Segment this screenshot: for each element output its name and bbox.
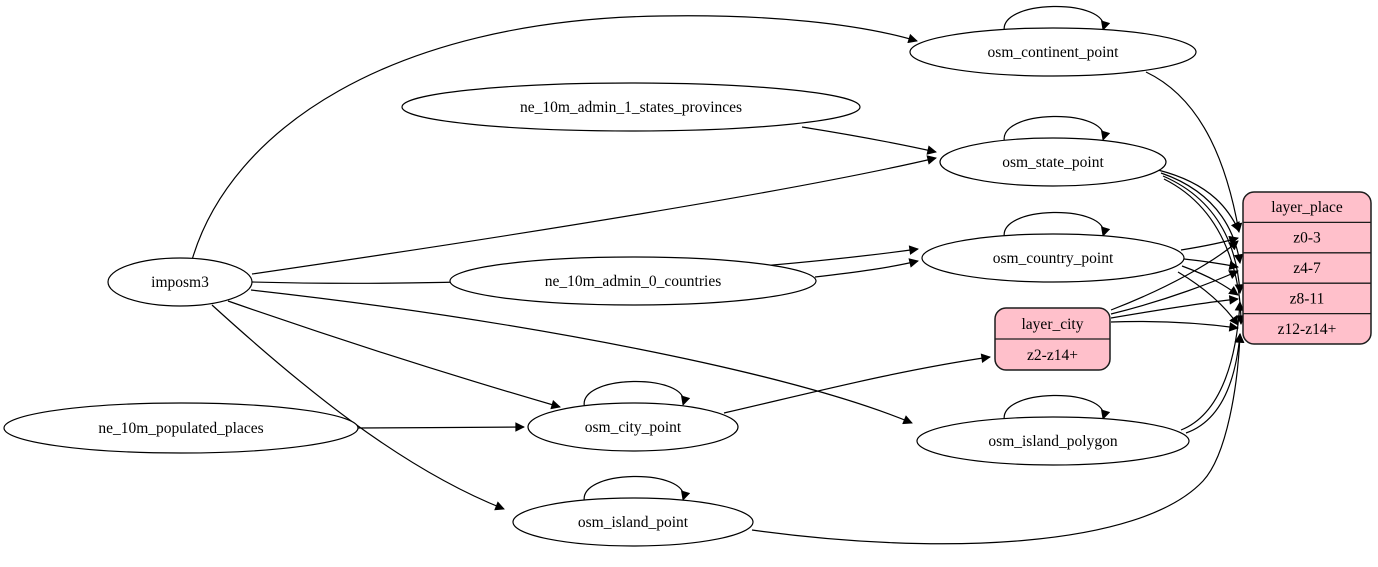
node-osm_state_point-label: osm_state_point — [1002, 154, 1104, 171]
layer_place-row-z0-3: z0-3 — [1293, 230, 1321, 247]
node-ne_10m_admin_0_countries-label: ne_10m_admin_0_countries — [545, 273, 722, 290]
edge-osm_state_point-layer_place-z8-11 — [1162, 175, 1245, 294]
edge-ne_10m_admin_0_countries-osm_country_point — [814, 258, 919, 278]
node-osm_island_polygon: osm_island_polygon — [916, 416, 1190, 466]
edge-osm_island_polygon-layer_place-z12-z14 — [1185, 333, 1244, 434]
node-imposm3-shape — [107, 257, 253, 307]
node-ne_10m_populated_places-label: ne_10m_populated_places — [98, 420, 263, 437]
layer_place-row-z4-7: z4-7 — [1293, 260, 1321, 277]
node-layer_city: layer_city z2-z14+ — [994, 307, 1111, 371]
layer_place-title: layer_place — [1271, 199, 1343, 216]
layer_city-row-z2-z14: z2-z14+ — [1027, 347, 1078, 364]
node-osm_city_point-shape — [527, 402, 739, 452]
node-ne_10m_populated_places: ne_10m_populated_places — [3, 402, 359, 454]
node-osm_country_point: osm_country_point — [921, 233, 1185, 283]
edge-osm_state_point-layer_place-z0-3 — [1157, 169, 1240, 232]
edge-imposm3-osm_city_point — [227, 300, 561, 410]
self-loop-osm_island_polygon — [1003, 394, 1111, 424]
self-loop-osm_state_point — [1003, 115, 1111, 145]
node-osm_city_point: osm_city_point — [527, 402, 739, 452]
node-osm_city_point-label: osm_city_point — [585, 419, 682, 436]
self-loop-osm_island_point — [583, 475, 691, 505]
edge-osm_island_polygon-layer_place-z8-11 — [1180, 301, 1245, 431]
edge-osm_country_point-layer_place-z12-z14 — [1177, 271, 1239, 326]
edge-osm_state_point-layer_place-z12-z14 — [1163, 178, 1246, 325]
node-ne_10m_populated_places-shape — [3, 402, 359, 454]
node-ne_10m_admin_1_states_provinces-label: ne_10m_admin_1_states_provinces — [520, 99, 742, 116]
edge-layer_city-layer_place-z12-z14 — [1110, 320, 1239, 332]
edge-osm_continent_point-layer_place-z0-3 — [1145, 71, 1243, 233]
node-ne_10m_admin_0_countries-shape — [449, 256, 817, 306]
node-osm_continent_point-shape — [909, 27, 1197, 77]
edges — [191, 5, 1246, 545]
node-imposm3-label: imposm3 — [151, 274, 209, 291]
node-osm_country_point-shape — [921, 233, 1185, 283]
layer_place-row-z8-11: z8-11 — [1290, 291, 1325, 308]
edge-osm_island_point-layer_place-z12-z14 — [751, 333, 1245, 545]
edge-osm_city_point-layer_city-z2-z14 — [723, 353, 991, 414]
node-osm_island_point: osm_island_point — [512, 497, 754, 547]
node-osm_continent_point-label: osm_continent_point — [988, 44, 1120, 61]
node-osm_island_point-label: osm_island_point — [578, 514, 689, 531]
edge-imposm3-osm_island_polygon — [250, 289, 913, 425]
edge-ne_10m_admin_1_states_provinces-osm_state_point — [801, 126, 937, 155]
node-osm_state_point-shape — [939, 137, 1167, 187]
node-ne_10m_admin_1_states_provinces-shape — [401, 82, 861, 132]
edge-imposm3-osm_state_point — [251, 155, 937, 275]
node-layer_place-shape — [1242, 191, 1372, 345]
edge-osm_country_point-layer_place-z8-11 — [1181, 265, 1239, 296]
edge-osm_country_point-layer_place-z4-7 — [1183, 258, 1239, 271]
edge-layer_city-layer_place-z0-3 — [1110, 240, 1239, 311]
edge-imposm3-osm_continent_point — [191, 15, 918, 261]
node-osm_island_polygon-shape — [916, 416, 1190, 466]
node-osm_country_point-label: osm_country_point — [993, 250, 1114, 267]
layer_city-title: layer_city — [1022, 316, 1084, 333]
edge-layer_city-layer_place-z8-11 — [1110, 295, 1239, 319]
node-osm_state_point: osm_state_point — [939, 137, 1167, 187]
node-osm_continent_point: osm_continent_point — [909, 27, 1197, 77]
self-loop-osm_continent_point — [1003, 5, 1111, 35]
node-osm_island_point-shape — [512, 497, 754, 547]
layer_place-row-z12-z14: z12-z14+ — [1278, 321, 1337, 338]
edge-layer_city-layer_place-z4-7 — [1110, 270, 1239, 315]
self-loop-osm_city_point — [583, 380, 691, 410]
node-osm_island_polygon-label: osm_island_polygon — [988, 433, 1117, 450]
node-ne_10m_admin_0_countries: ne_10m_admin_0_countries — [449, 256, 817, 306]
edge-osm_country_point-layer_place-z0-3 — [1180, 235, 1239, 251]
node-imposm3: imposm3 — [107, 257, 253, 307]
edge-osm_state_point-layer_place-z4-7 — [1160, 172, 1244, 264]
self-loop-osm_country_point — [1003, 211, 1111, 241]
node-layer_place: layer_place z0-3 z4-7 z8-11 z12-z14+ — [1242, 191, 1372, 345]
edge-ne_10m_populated_places-osm_city_point — [357, 422, 525, 432]
node-ne_10m_admin_1_states_provinces: ne_10m_admin_1_states_provinces — [401, 82, 861, 132]
